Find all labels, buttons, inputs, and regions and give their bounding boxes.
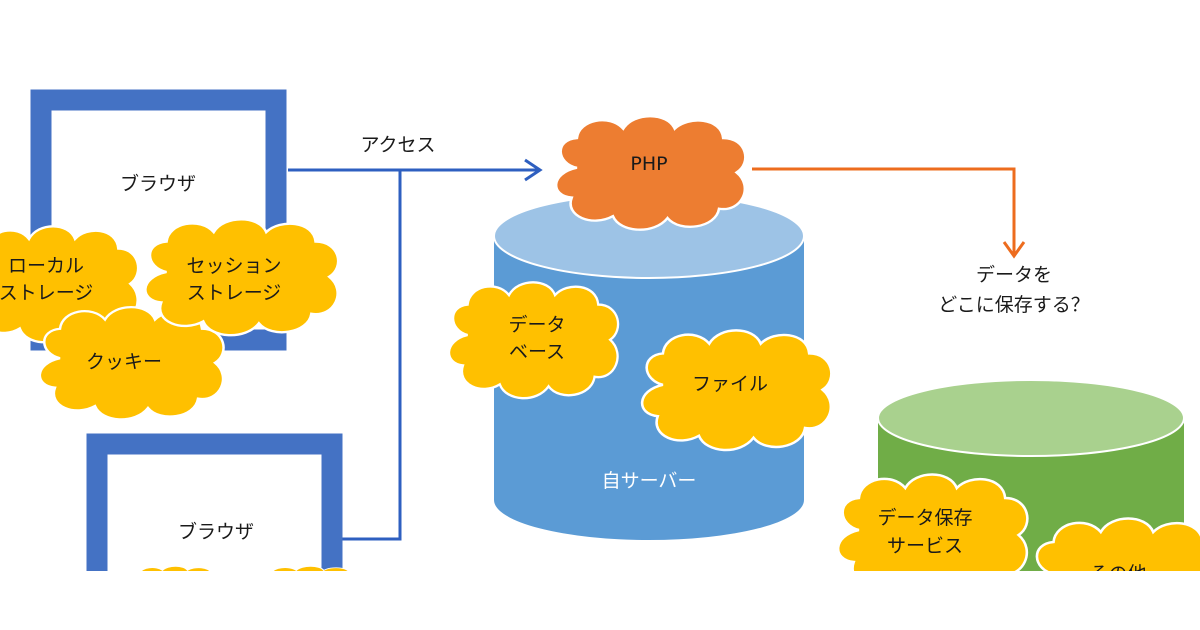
local-storage-label-line1: ローカル — [8, 255, 84, 277]
external-cylinder-top — [877, 379, 1185, 457]
access-connectors: アクセス — [288, 134, 543, 541]
local-storage-label-line2: ストレージ — [0, 282, 93, 304]
access-arrowhead-icon — [524, 158, 543, 182]
database-label-line1: データ — [508, 314, 565, 336]
browser-bottom: ブラウザ — [86, 433, 363, 571]
cookie-label: クッキー — [86, 351, 162, 373]
data-storage-service-label-line2: サービス — [887, 535, 963, 557]
session-storage-label-line2: ストレージ — [187, 282, 282, 304]
php-label: PHP — [630, 153, 667, 175]
question-line1: データを — [976, 264, 1052, 286]
question-connector: データを どこに保存する？ — [752, 167, 1090, 316]
external-storages: データ保存 サービス その他 — [836, 473, 1200, 571]
data-storage-service-label-line1: データ保存 — [877, 507, 972, 529]
file-label: ファイル — [692, 373, 768, 395]
question-line2: どこに保存する？ — [938, 294, 1089, 316]
connector-php-to-question — [752, 167, 1016, 255]
own-server-label: 自サーバー — [602, 470, 697, 492]
storage-diagram: アクセス ブラウザ ブラウザ ローカル ストレー — [0, 89, 1200, 571]
access-label: アクセス — [360, 134, 435, 156]
database-label-line2: ベース — [509, 341, 565, 363]
connector-bottom-browser — [340, 170, 402, 541]
browser-window-bottom — [86, 433, 343, 571]
cloud-session-storage — [144, 217, 340, 337]
other-label: その他 — [1089, 563, 1146, 571]
question-arrowhead-icon — [1002, 241, 1026, 259]
browser-bottom-label: ブラウザ — [178, 520, 254, 543]
session-storage-label-line1: セッション — [186, 255, 281, 277]
browser-storages: ローカル ストレージ セッション ストレージ クッキー — [0, 217, 340, 421]
browser-top-label: ブラウザ — [120, 172, 196, 195]
php-cloud: PHP — [554, 114, 747, 231]
server-storages: データ ベース ファイル — [447, 281, 833, 452]
